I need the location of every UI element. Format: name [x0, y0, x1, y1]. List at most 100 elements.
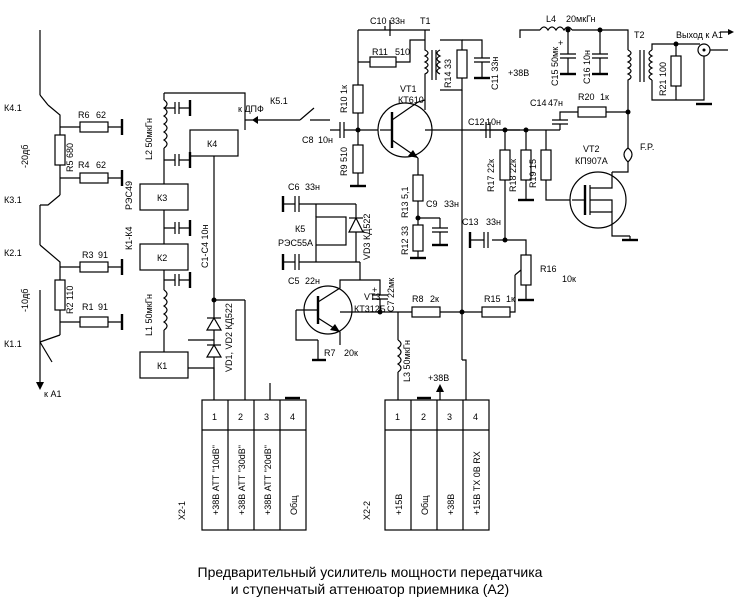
- l2-label: L2 50мкГн: [144, 118, 154, 160]
- r5-label: R5 680: [65, 143, 75, 172]
- c13-value: 33н: [486, 217, 501, 227]
- connector-x2-1: 1 2 3 4 +38В АТТ "10dB" +38В АТТ "30dB" …: [177, 399, 307, 531]
- x2-1-pin4: 4: [290, 412, 295, 422]
- r8-label: R8: [412, 294, 424, 304]
- resistor-r19: [540, 149, 552, 181]
- inductor-l4: [539, 26, 573, 32]
- resistor-r4: [79, 172, 109, 184]
- connector-x2-2: 1 2 3 4 +15В Общ +38В +15В ТХ 0В RX X2-2: [362, 396, 490, 531]
- r2-label: R2 110: [65, 286, 75, 314]
- transformer-t2: [626, 49, 632, 100]
- x2-1-label4: Общ: [289, 495, 299, 515]
- diode-vd3: [348, 216, 364, 233]
- k1-k4-label: К1-К4: [124, 227, 134, 251]
- l4-label: L4: [546, 14, 556, 24]
- r1-label: R1: [82, 302, 94, 312]
- resistor-r11: [369, 56, 397, 68]
- r19-label: R19 15: [528, 159, 538, 188]
- r13-label: R13 5,1: [400, 186, 410, 218]
- contact-k1-1-label: К1.1: [4, 339, 22, 349]
- relay-k1: [139, 351, 189, 379]
- x2-2-pin1: 1: [395, 412, 400, 422]
- r6-value: 62: [96, 110, 106, 120]
- transformer-t1: [423, 30, 429, 100]
- c9-value: 33н: [444, 199, 459, 209]
- resistor-r3: [79, 261, 109, 273]
- c12-value: 10н: [486, 117, 501, 127]
- diode-vd1: [205, 316, 223, 331]
- r1-value: 91: [98, 302, 108, 312]
- r8-value: 2к: [430, 294, 439, 304]
- r14-label: R14 33: [443, 59, 453, 88]
- c15-plus: +: [558, 38, 563, 48]
- vt3-type-label: КТ312Б: [354, 304, 386, 314]
- to-dpf-label: к ДПФ: [238, 104, 264, 114]
- x2-2-pin2: 2: [421, 412, 426, 422]
- vt1-stage: C10 33н T1 R11 510 R10 1к C8 10н R9 510: [302, 16, 529, 360]
- vt1-label: VT1: [400, 84, 417, 94]
- relay-k3-label: К3: [157, 193, 167, 203]
- resistor-r1: [79, 316, 109, 328]
- contact-k4-1-label: К4.1: [4, 103, 22, 113]
- l4-value: 20мкГн: [566, 14, 596, 24]
- x2-1-pin3: 3: [264, 412, 269, 422]
- resistor-r9: [352, 144, 364, 174]
- c11-label: C11 33н: [490, 57, 500, 90]
- r20-label: R20: [578, 92, 595, 102]
- c7-label: C7 22мк: [386, 278, 396, 312]
- r10-label: R10 1к: [339, 85, 349, 113]
- x2-1-name: X2-1: [177, 501, 187, 520]
- contact-k5-1-label: К5.1: [270, 96, 288, 106]
- vt3-label: VT3: [364, 292, 381, 302]
- r3-label: R3: [82, 250, 94, 260]
- x2-1-pin2: 2: [238, 412, 243, 422]
- att-20db-label: -20дб: [20, 145, 30, 168]
- c8-label: C8: [302, 135, 314, 145]
- r4-label: R4: [78, 160, 90, 170]
- diode-vd2: [205, 343, 223, 358]
- x2-2-pin4: 4: [473, 412, 478, 422]
- caption-line-2: и ступенчатый аттенюатор приемника (А2): [231, 581, 509, 597]
- t2-label: T2: [634, 30, 645, 40]
- plus38-b-label: +38В: [428, 373, 449, 383]
- r18-label: R18 22к: [508, 159, 518, 192]
- c9-label: C9: [426, 199, 438, 209]
- r17-label: R17 22к: [486, 159, 496, 192]
- resistor-r6: [79, 121, 109, 133]
- relay-k4-label: К4: [207, 139, 217, 149]
- vt1-type-label: КТ610: [398, 95, 424, 105]
- contact-k2-1-label: К2.1: [4, 248, 22, 258]
- x2-2-label1: +15В: [394, 494, 404, 515]
- relay-section: К4 К3 К2 К1 К1-К4 РЭС49 L2 50мкГн L1 50м…: [124, 92, 330, 400]
- caption-line-1: Предварительный усилитель мощности перед…: [198, 564, 543, 580]
- att-10db-label: -10дб: [20, 289, 30, 312]
- c8-value: 10н: [318, 135, 333, 145]
- x2-1-label3: +38В АТТ "20dB": [263, 445, 273, 515]
- l3-label: L3 50мкГн: [402, 340, 412, 382]
- r7-value: 20к: [344, 348, 358, 358]
- contact-k3-1-label: К3.1: [4, 195, 22, 205]
- l1-label: L1 50мкГн: [144, 294, 154, 336]
- t1-label: T1: [420, 16, 431, 26]
- x2-2-label2: Общ: [420, 495, 430, 515]
- r4-value: 62: [96, 160, 106, 170]
- resistor-r15: [481, 306, 511, 318]
- c13-label: C13: [462, 217, 479, 227]
- r7-label: R7: [324, 348, 336, 358]
- x2-1-label2: +38В АТТ "30dB": [237, 445, 247, 515]
- relay-k5-type-label: РЭС55А: [278, 238, 313, 248]
- c1-c4-label: С1-С4 10н: [200, 224, 210, 268]
- relay-k2-label: К2: [157, 253, 167, 263]
- x2-2-label4: +15В ТХ 0В RX: [472, 451, 482, 515]
- bias-network: R17 22к R18 22к R19 15 C13 33н R16 10к R…: [462, 127, 576, 318]
- resistor-r5: [54, 134, 66, 166]
- r16-value: 10к: [562, 274, 576, 284]
- c10-value: 33н: [390, 16, 405, 26]
- r3-value: 91: [98, 250, 108, 260]
- vt2-stage: VT2 КП907А F.P. С14 47н R20 1к L4 20мкГн…: [519, 14, 734, 242]
- vt2-label: VT2: [583, 144, 600, 154]
- plus38-a-label: +38В: [508, 68, 529, 78]
- x2-2-pin3: 3: [447, 412, 452, 422]
- to-a1-label: к А1: [44, 389, 61, 399]
- r12-label: R12 33: [400, 226, 410, 255]
